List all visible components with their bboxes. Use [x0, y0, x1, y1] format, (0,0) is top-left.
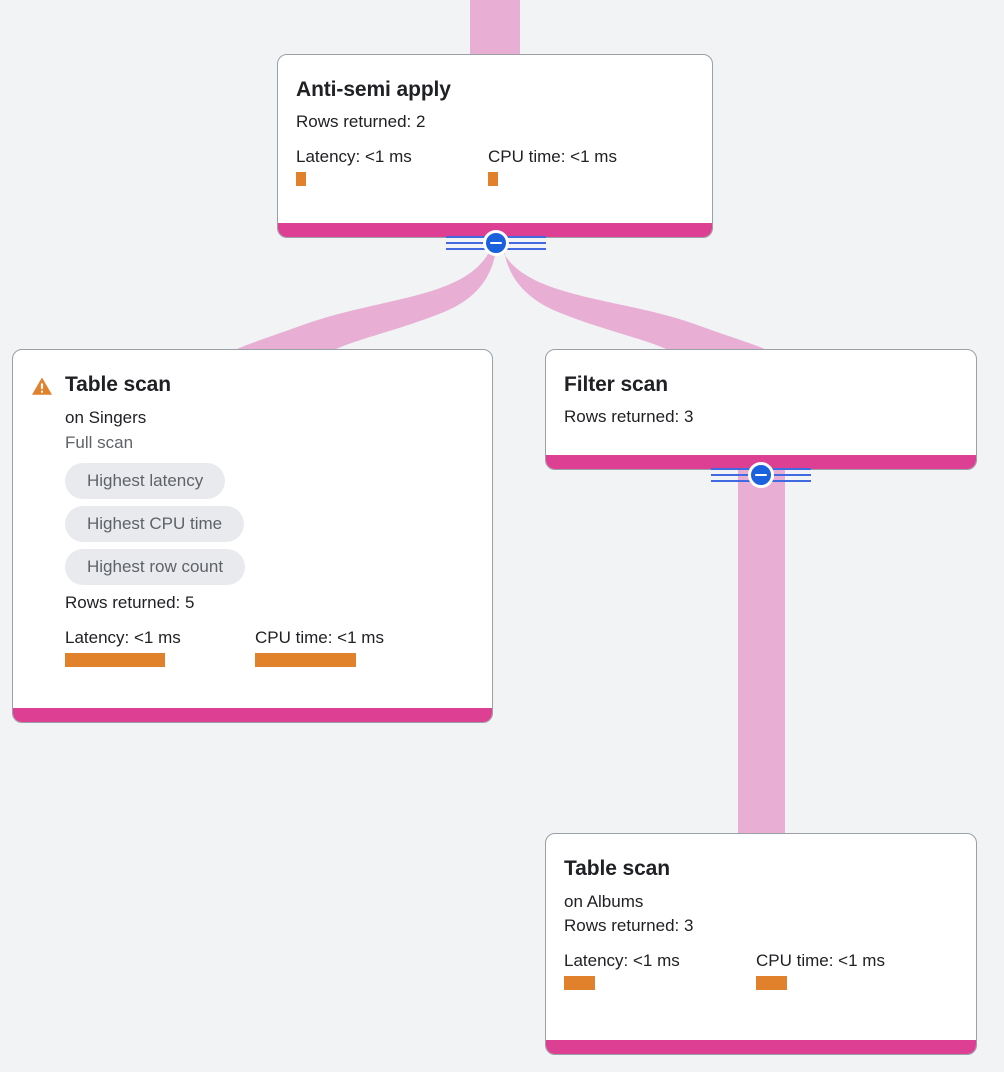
node-details: Rows returned: 2 Latency: <1 ms CPU time…	[296, 110, 694, 186]
node-accent-bar	[13, 708, 492, 722]
node-title: Filter scan	[564, 373, 668, 396]
node-title: Table scan	[65, 373, 171, 396]
node-subtitle: on Singers	[65, 408, 147, 427]
toggle-anti-semi-apply[interactable]	[446, 230, 546, 256]
node-table-scan-albums[interactable]: Table scan on Albums Rows returned: 3 La…	[545, 833, 977, 1055]
cpu-bar	[756, 976, 787, 990]
node-details: on Albums Rows returned: 3 Latency: <1 m…	[564, 889, 958, 990]
node-header: Filter scan	[564, 372, 958, 398]
minus-circle-icon[interactable]	[483, 230, 509, 256]
rows-returned: Rows returned: 5	[65, 593, 195, 612]
rows-returned: Rows returned: 3	[564, 916, 694, 935]
latency-bar	[65, 653, 165, 667]
node-stats: Latency: <1 ms CPU time: <1 ms	[65, 627, 474, 667]
cpu-bar	[255, 653, 356, 667]
edge-incoming-root	[470, 0, 520, 57]
node-header: Table scan	[564, 856, 958, 882]
cpu-stat: CPU time: <1 ms	[756, 950, 885, 990]
chip-highest-latency[interactable]: Highest latency	[65, 463, 226, 499]
insight-chips: Highest latency Highest CPU time Highest…	[65, 463, 474, 585]
node-filter-scan[interactable]: Filter scan Rows returned: 3	[545, 349, 977, 470]
edge-filterscan-to-tablescan-albums	[738, 466, 785, 838]
node-details: Rows returned: 3	[564, 405, 958, 429]
node-body: Filter scan Rows returned: 3	[546, 350, 976, 455]
chip-highest-cpu-time[interactable]: Highest CPU time	[65, 506, 245, 542]
cpu-label: CPU time: <1 ms	[756, 951, 885, 970]
cpu-stat: CPU time: <1 ms	[488, 146, 617, 186]
node-header: Anti-semi apply	[296, 77, 694, 103]
node-title: Anti-semi apply	[296, 78, 451, 101]
latency-label: Latency: <1 ms	[65, 628, 181, 647]
cpu-bar	[488, 172, 498, 186]
scan-type: Full scan	[65, 433, 134, 452]
node-body: Anti-semi apply Rows returned: 2 Latency…	[278, 55, 712, 223]
minus-circle-icon[interactable]	[748, 462, 774, 488]
node-anti-semi-apply[interactable]: Anti-semi apply Rows returned: 2 Latency…	[277, 54, 713, 238]
node-subtitle: on Albums	[564, 892, 644, 911]
latency-label: Latency: <1 ms	[296, 147, 412, 166]
node-accent-bar	[546, 1040, 976, 1054]
latency-stat: Latency: <1 ms	[65, 627, 255, 667]
toggle-filter-scan[interactable]	[711, 462, 811, 488]
rows-returned: Rows returned: 3	[564, 407, 694, 426]
cpu-label: CPU time: <1 ms	[255, 628, 384, 647]
latency-stat: Latency: <1 ms	[564, 950, 756, 990]
edge-antisemi-to-tablescan-singers	[232, 246, 496, 352]
latency-bar	[296, 172, 306, 186]
node-stats: Latency: <1 ms CPU time: <1 ms	[564, 950, 958, 990]
cpu-label: CPU time: <1 ms	[488, 147, 617, 166]
latency-label: Latency: <1 ms	[564, 951, 680, 970]
cpu-stat: CPU time: <1 ms	[255, 627, 384, 667]
node-body: Table scan on Albums Rows returned: 3 La…	[546, 834, 976, 1040]
warning-triangle-icon	[32, 377, 52, 395]
node-header: Table scan	[31, 372, 474, 398]
latency-bar	[564, 976, 595, 990]
node-body: Table scan on Singers Full scan Highest …	[13, 350, 492, 708]
node-details: on Singers Full scan Highest latency Hig…	[31, 405, 474, 667]
edge-antisemi-to-filterscan	[500, 246, 770, 352]
rows-returned: Rows returned: 2	[296, 112, 426, 131]
latency-stat: Latency: <1 ms	[296, 146, 488, 186]
node-table-scan-singers[interactable]: Table scan on Singers Full scan Highest …	[12, 349, 493, 723]
node-stats: Latency: <1 ms CPU time: <1 ms	[296, 146, 694, 186]
node-title: Table scan	[564, 857, 670, 880]
chip-highest-row-count[interactable]: Highest row count	[65, 549, 246, 585]
